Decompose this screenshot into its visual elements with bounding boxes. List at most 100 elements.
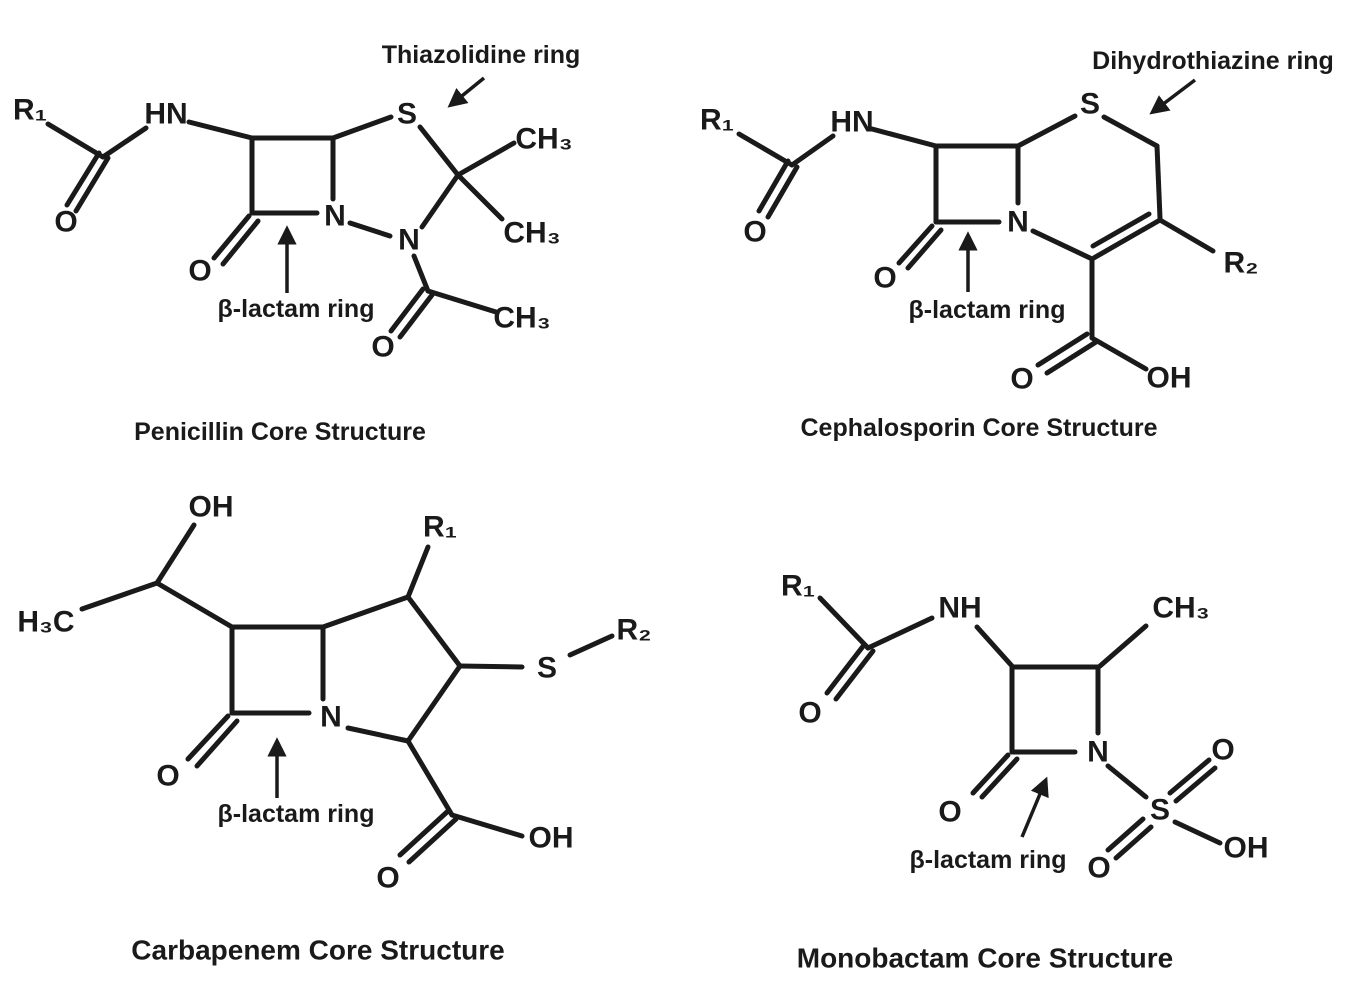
bond xyxy=(1101,114,1160,149)
penicillin-lactam-o-label: O xyxy=(188,255,211,288)
penicillin-n2-label: N xyxy=(398,224,420,257)
bond xyxy=(457,663,525,670)
bond xyxy=(405,663,463,744)
double-bond-line xyxy=(73,155,111,214)
monobactam-so-bottom-label: O xyxy=(1087,852,1110,885)
double-bond-line xyxy=(388,286,426,334)
bond xyxy=(425,288,499,315)
double-bond-line xyxy=(397,809,450,858)
dihydrothiazine-ring-arrow xyxy=(1149,78,1197,115)
double-bond-line xyxy=(905,227,944,271)
penicillin-s-label: S xyxy=(397,98,417,131)
bond xyxy=(79,580,160,612)
bond xyxy=(405,544,431,600)
penicillin-ch3-top-label: CH₃ xyxy=(515,123,572,156)
carbapenem-r2-label: R₂ xyxy=(617,614,652,647)
cephalosporin-s-label: S xyxy=(1080,88,1100,121)
bond xyxy=(1030,228,1093,261)
bond xyxy=(405,594,463,669)
monobactam-beta-lactam-arrow xyxy=(1020,776,1049,838)
monobactam-ch3-label: CH₃ xyxy=(1152,592,1209,625)
carbapenem-caption: Carbapenem Core Structure xyxy=(131,935,504,966)
panel-cephalosporin: R₁ HN O O N S R₂ O OH Dihydrothiazine ri… xyxy=(700,47,1334,442)
bond xyxy=(869,126,939,149)
bond xyxy=(417,124,461,178)
penicillin-hn-label: HN xyxy=(144,98,187,131)
double-bond-line xyxy=(1044,339,1099,376)
panel-monobactam: R₁ NH CH₃ O O N S O O OH β-lactam ring M… xyxy=(781,570,1269,974)
cephalosporin-r1-label: R₁ xyxy=(700,104,734,137)
monobactam-n-label: N xyxy=(1087,736,1109,769)
double-bond-line xyxy=(64,150,102,208)
bond xyxy=(186,119,255,141)
monobactam-nh-label: NH xyxy=(938,592,981,625)
penicillin-ch3-mid-label: CH₃ xyxy=(503,217,560,250)
bond xyxy=(45,121,106,160)
bond xyxy=(347,220,393,239)
bond xyxy=(449,812,525,839)
cephalosporin-caption: Cephalosporin Core Structure xyxy=(801,414,1158,442)
bond xyxy=(1089,217,1163,262)
bond xyxy=(736,131,795,168)
bond xyxy=(1089,335,1149,372)
bond xyxy=(1154,143,1163,221)
bond xyxy=(974,624,1015,669)
double-bond-line xyxy=(1090,211,1152,249)
bond xyxy=(455,140,517,178)
bond xyxy=(1015,113,1078,149)
penicillin-n1-label: N xyxy=(324,200,346,233)
penicillin-acetyl-ch3-label: CH₃ xyxy=(493,302,550,335)
panel-penicillin: R₁ HN O O N N S CH₃ CH₃ O CH₃ Thiazolidi… xyxy=(13,41,580,446)
penicillin-skeleton xyxy=(45,114,517,340)
cephalosporin-cooh-o-label: O xyxy=(1010,363,1033,396)
cephalosporin-beta-lactam-label: β-lactam ring xyxy=(909,296,1066,324)
monobactam-s-label: S xyxy=(1150,794,1170,827)
bond xyxy=(567,633,615,658)
monobactam-beta-lactam-label: β-lactam ring xyxy=(910,846,1067,874)
bond xyxy=(817,595,871,651)
penicillin-amide-o-label: O xyxy=(54,206,77,239)
thiazolidine-ring-label: Thiazolidine ring xyxy=(382,41,581,69)
double-bond-line xyxy=(1113,824,1154,861)
double-bond-line xyxy=(1105,816,1146,853)
bond xyxy=(411,253,431,294)
carbapenem-n-label: N xyxy=(320,701,342,734)
bond xyxy=(1157,217,1216,254)
cephalosporin-amide-o-label: O xyxy=(743,216,766,249)
bond xyxy=(1172,819,1223,846)
bond xyxy=(345,725,411,744)
bond xyxy=(154,580,235,630)
double-bond-line xyxy=(756,158,791,214)
carbapenem-beta-lactam-label: β-lactam ring xyxy=(218,800,375,828)
penicillin-caption: Penicillin Core Structure xyxy=(134,418,426,446)
monobactam-caption: Monobactam Core Structure xyxy=(797,943,1174,974)
bond xyxy=(320,594,411,630)
bond xyxy=(455,172,505,222)
double-bond-line xyxy=(194,718,240,769)
carbapenem-cooh-o-label: O xyxy=(376,862,399,895)
double-bond-line xyxy=(1167,757,1212,796)
carbapenem-oh-top-label: OH xyxy=(189,491,234,524)
double-bond-line xyxy=(211,213,252,261)
bond xyxy=(1105,763,1149,800)
bond xyxy=(100,125,149,160)
double-bond-line xyxy=(220,218,261,267)
bond xyxy=(154,522,197,586)
carbapenem-r1-label: R₁ xyxy=(423,511,457,544)
double-bond-line xyxy=(833,648,876,702)
cephalosporin-cooh-oh-label: OH xyxy=(1147,362,1192,395)
double-bond-line xyxy=(979,756,1020,800)
double-bond-line xyxy=(896,223,935,266)
penicillin-r1-label: R₁ xyxy=(13,94,47,127)
monobactam-lactam-o-label: O xyxy=(938,796,961,829)
carbapenem-lactam-o-label: O xyxy=(156,760,179,793)
cephalosporin-n-label: N xyxy=(1007,206,1029,239)
double-bond-line xyxy=(824,642,867,696)
cephalosporin-r2-label: R₂ xyxy=(1224,247,1259,280)
bond xyxy=(405,738,455,818)
monobactam-skeleton xyxy=(817,595,1223,861)
monobactam-amide-o-label: O xyxy=(798,697,821,730)
bond xyxy=(789,133,836,168)
